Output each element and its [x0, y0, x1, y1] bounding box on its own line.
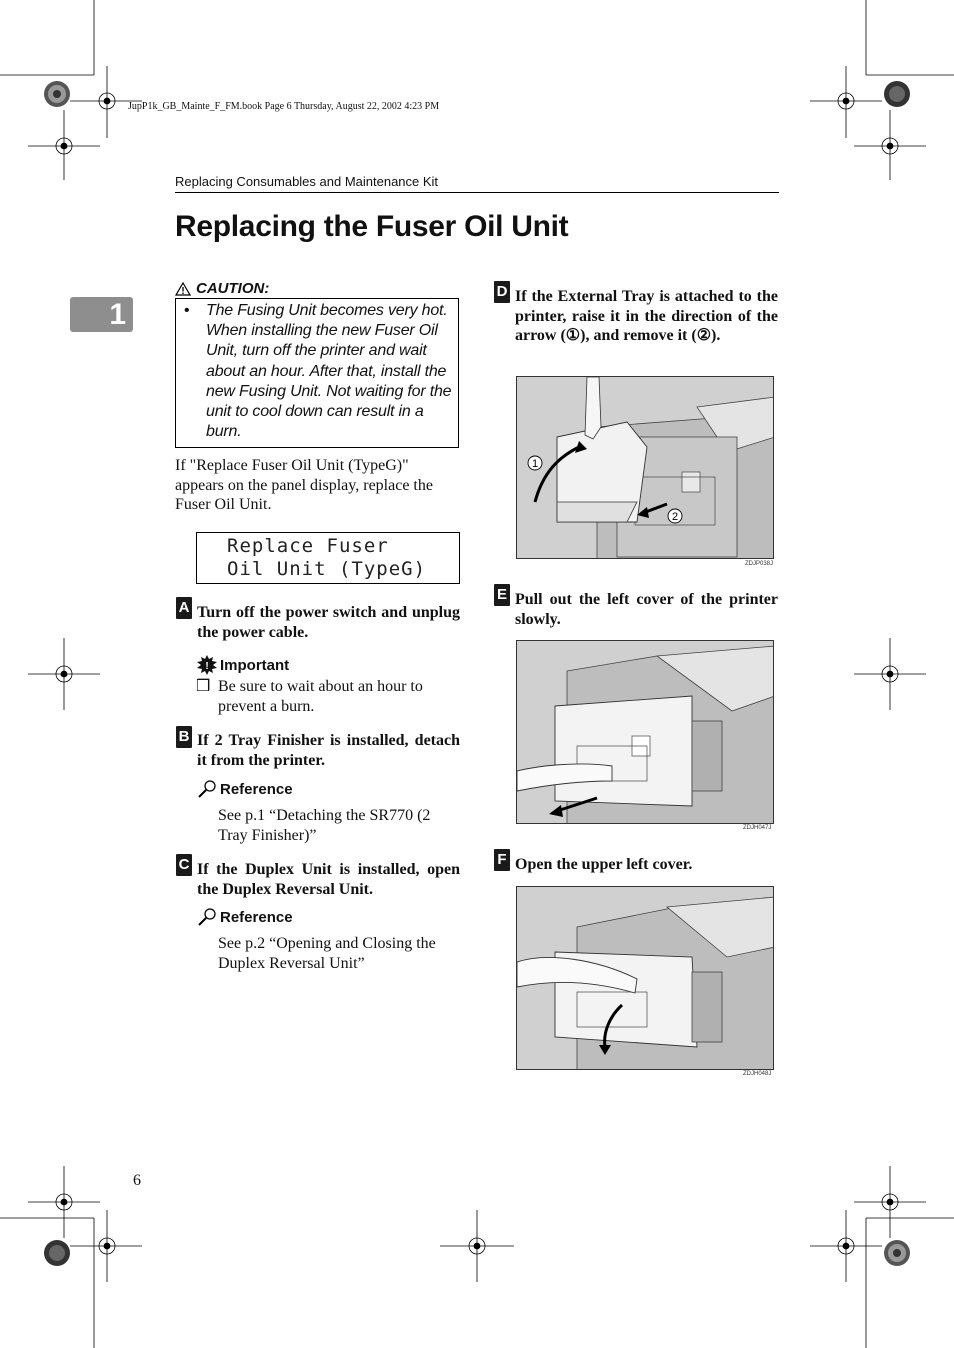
running-header: Replacing Consumables and Maintenance Ki… — [175, 174, 439, 189]
step-1-text: Turn off the power switch and unplug the… — [197, 604, 460, 641]
caution-box: • The Fusing Unit becomes very hot. When… — [175, 298, 459, 448]
figure-left-cover — [516, 640, 774, 824]
reference-text-1: See p.1 “Detaching the SR770 (2 Tray Fin… — [218, 807, 431, 844]
svg-text:!: ! — [205, 661, 208, 672]
chapter-number: 1 — [109, 298, 126, 331]
reference-heading-1: Reference — [197, 780, 293, 798]
reference-heading-2: Reference — [197, 908, 293, 926]
step-number-3: C — [176, 854, 192, 876]
printer-illustration-3 — [517, 887, 773, 1069]
figure-upper-left-cover — [516, 886, 774, 1070]
caution-heading: CAUTION: — [175, 280, 269, 297]
magnifier-icon — [198, 780, 216, 798]
magnifier-icon — [198, 908, 216, 926]
figure-code-1: ZDJP038J — [745, 561, 774, 567]
important-checkbox: ❒ — [196, 678, 211, 695]
step-3-text: If the Duplex Unit is installed, open th… — [197, 861, 460, 898]
header-rule — [175, 192, 779, 193]
step-4-text: If the External Tray is attached to the … — [515, 288, 778, 345]
figure-external-tray: 1 2 — [516, 376, 774, 559]
warning-triangle-icon — [175, 281, 191, 296]
reference-label-1: Reference — [220, 780, 293, 798]
printer-illustration-2 — [517, 641, 773, 823]
figure-code-3: ZDJH048J — [743, 1071, 772, 1077]
panel-display-line-1: Replace Fuser — [227, 535, 389, 557]
page-number: 6 — [133, 1172, 141, 1189]
printer-illustration-1: 1 2 — [517, 377, 773, 558]
book-file-line: JupP1k_GB_Mainte_F_FM.book Page 6 Thursd… — [128, 101, 440, 112]
caution-label: CAUTION: — [196, 280, 270, 297]
reference-label-2: Reference — [220, 908, 293, 926]
callout-1: 1 — [532, 458, 538, 470]
important-label: Important — [220, 656, 290, 674]
step-2-text: If 2 Tray Finisher is installed, detach … — [197, 732, 460, 769]
chapter-tab: 1 — [70, 297, 133, 332]
step-number-2: B — [176, 726, 192, 748]
caution-text: The Fusing Unit becomes very hot. When i… — [206, 302, 452, 441]
step-number-4: D — [494, 281, 510, 303]
caution-bullet: • — [184, 302, 190, 319]
panel-display: Replace Fuser Oil Unit (TypeG) — [196, 532, 460, 584]
callout-2: 2 — [672, 511, 678, 523]
page-title: Replacing the Fuser Oil Unit — [175, 210, 569, 243]
step-number-6: F — [494, 849, 510, 871]
important-heading: ! Important — [197, 655, 289, 675]
figure-code-2: ZDJH047J — [743, 825, 772, 831]
step-6-text: Open the upper left cover. — [515, 856, 693, 873]
important-text: Be sure to wait about an hour to prevent… — [218, 678, 423, 715]
reference-text-2: See p.2 “Opening and Closing the Duplex … — [218, 935, 436, 972]
step-5-text: Pull out the left cover of the printer s… — [515, 591, 778, 628]
step-number-1: A — [176, 597, 192, 619]
intro-paragraph: If "Replace Fuser Oil Unit (TypeG)" appe… — [175, 457, 433, 514]
important-burst-icon: ! — [197, 655, 217, 675]
step-number-5: E — [494, 584, 510, 606]
panel-display-line-2: Oil Unit (TypeG) — [227, 558, 427, 580]
